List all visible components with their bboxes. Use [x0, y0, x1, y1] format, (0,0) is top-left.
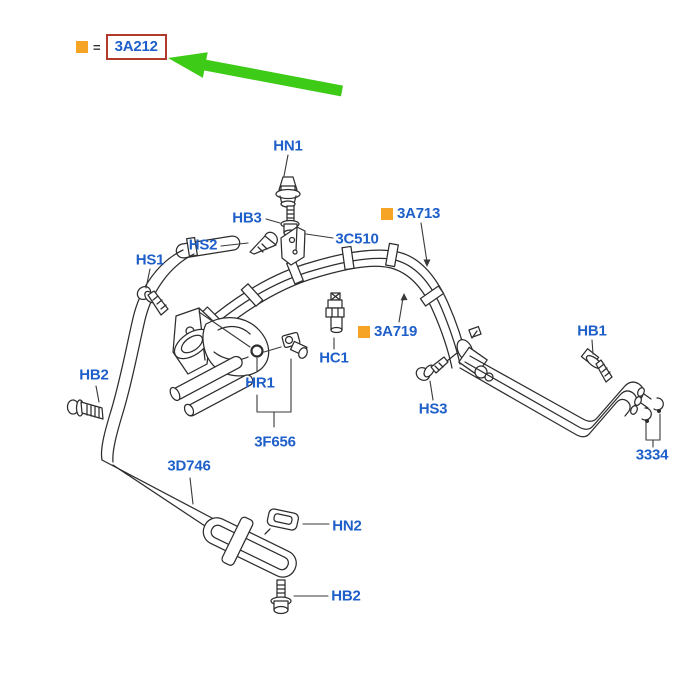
- hn2-clip-art: [264, 508, 300, 535]
- highlight-arrow-icon: [168, 52, 343, 97]
- callout-hn2[interactable]: HN2: [332, 517, 362, 535]
- selected-part-legend: = 3A212: [76, 34, 167, 60]
- leader-lines: [95, 154, 661, 597]
- retainer-clips-art: [641, 397, 664, 424]
- callout-hb3[interactable]: HB3: [232, 209, 262, 227]
- hb1-bolt-art: [580, 348, 613, 383]
- callout-hb2-left[interactable]: HB2: [79, 366, 109, 384]
- equals-sign: =: [93, 39, 101, 55]
- callout-hs2[interactable]: HS2: [188, 236, 218, 254]
- legend-highlight-square: [76, 41, 88, 53]
- cooler-tube-art: [101, 459, 297, 578]
- highlight-square-3a713: [381, 207, 393, 220]
- selected-part-code[interactable]: 3A212: [105, 34, 167, 60]
- callout-3a719[interactable]: 3A719: [358, 324, 417, 339]
- hb2-bottom-bolt-art: [270, 579, 292, 615]
- pump-assembly-art: [169, 307, 270, 417]
- left-hose-art: [100, 235, 241, 463]
- f3656-fitting-art: [281, 331, 308, 359]
- callout-hs1[interactable]: HS1: [135, 251, 165, 269]
- callout-3c510[interactable]: 3C510: [335, 230, 379, 248]
- callout-3d746[interactable]: 3D746: [167, 457, 211, 475]
- hc1-valve-art: [325, 292, 345, 334]
- hb2-left-bolt-art: [66, 399, 104, 420]
- callout-hs3[interactable]: HS3: [418, 400, 448, 418]
- highlight-square-3a719: [358, 325, 370, 338]
- callout-hb1[interactable]: HB1: [577, 322, 607, 340]
- callout-hb2-bottom[interactable]: HB2: [331, 587, 361, 605]
- callout-3a713-label: 3A713: [397, 205, 441, 222]
- hs2-screw-art: [249, 231, 278, 255]
- callout-3f656[interactable]: 3F656: [254, 433, 296, 451]
- hs3-screw-art: [415, 352, 458, 381]
- hn1-nut-art: [275, 176, 301, 208]
- callout-hc1[interactable]: HC1: [319, 349, 349, 367]
- callout-3334[interactable]: 3334: [635, 446, 669, 464]
- rigid-lines-art: [459, 355, 652, 438]
- callout-hr1[interactable]: HR1: [245, 374, 275, 392]
- c3510-bracket-art: [280, 226, 306, 266]
- hr1-oring-art: [250, 344, 264, 358]
- callout-3a713[interactable]: 3A713: [381, 206, 440, 221]
- callout-hn1[interactable]: HN1: [273, 137, 303, 155]
- callout-3a719-label: 3A719: [374, 323, 418, 340]
- hs1-screw-art: [136, 285, 169, 316]
